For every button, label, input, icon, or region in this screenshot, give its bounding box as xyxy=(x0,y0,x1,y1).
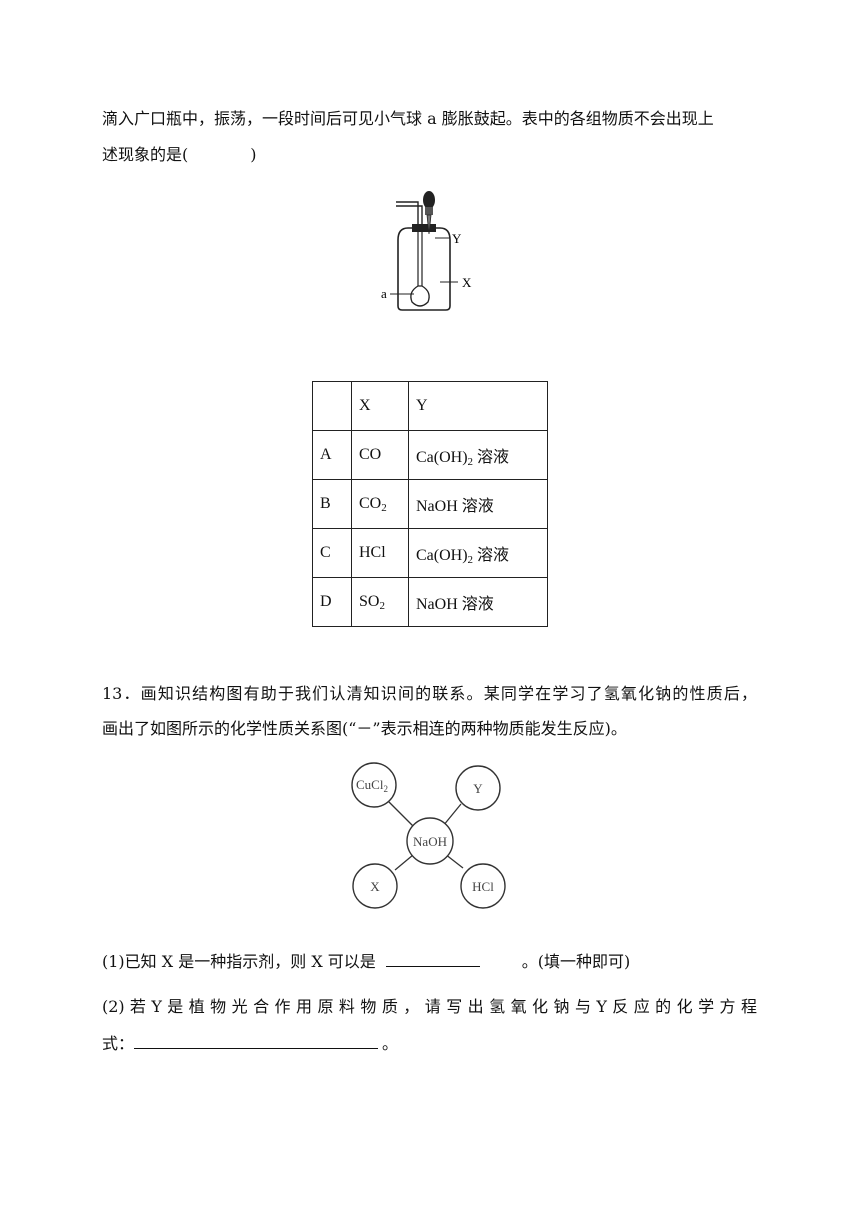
table-row: D SO2 NaOH 溶液 xyxy=(312,577,548,627)
sub1-hint: 。(填一种即可) xyxy=(521,952,631,971)
sub2-suffix: 。 xyxy=(382,1034,399,1053)
label-y: Y xyxy=(452,231,462,246)
link-y xyxy=(442,803,462,827)
answer-blank-x[interactable] xyxy=(385,950,480,967)
label-a: a xyxy=(381,286,387,301)
table-row: A CO Ca(OH)2 溶液 xyxy=(312,430,548,480)
cell-x: CO2 xyxy=(351,479,409,529)
label-x: X xyxy=(462,275,472,290)
option-letter: B xyxy=(312,479,352,529)
table-row: C HCl Ca(OH)2 溶液 xyxy=(312,528,548,578)
node-naoh xyxy=(406,817,454,865)
q13-sub2-line2: 式： 。 xyxy=(102,1032,398,1055)
option-letter: D xyxy=(312,577,352,627)
node-hcl-label: HCl xyxy=(472,879,494,894)
link-x xyxy=(394,854,414,871)
sub1-text: (1)已知 X 是一种指示剂，则 X 可以是 xyxy=(102,952,376,971)
apparatus-figure: Y X a xyxy=(381,191,472,311)
table-header-cell: X xyxy=(351,381,409,431)
node-x xyxy=(352,863,398,909)
option-letter: C xyxy=(312,528,352,578)
link-cucl2 xyxy=(386,799,416,829)
table-header-cell: Y xyxy=(408,381,548,431)
sub2-prefix: 式： xyxy=(102,1034,135,1053)
bottle-stopper xyxy=(412,224,436,232)
node-y xyxy=(455,765,501,811)
cell-y: NaOH 溶液 xyxy=(408,577,548,627)
dropper-bulb xyxy=(423,191,435,209)
option-letter: A xyxy=(312,430,352,480)
node-cucl2-label: CuCl2 xyxy=(356,777,388,794)
cell-x: HCl xyxy=(351,528,409,578)
cell-x: CO xyxy=(351,430,409,480)
node-hcl xyxy=(460,863,506,909)
table-header-row: X Y xyxy=(312,381,548,431)
cell-y: Ca(OH)2 溶液 xyxy=(408,430,548,480)
cell-x: SO2 xyxy=(351,577,409,627)
options-table: X Y A CO Ca(OH)2 溶液 B CO2 NaOH 溶液 C HCl … xyxy=(312,381,548,627)
table-row: B CO2 NaOH 溶液 xyxy=(312,479,548,529)
q13-line1: 13．画知识结构图有助于我们认清知识间的联系。某同学在学习了氢氧化钠的性质后， xyxy=(102,684,757,703)
cell-y: Ca(OH)2 溶液 xyxy=(408,528,548,578)
q13-line2: 画出了如图所示的化学性质关系图(“－”表示相连的两种物质能发生反应)。 xyxy=(102,719,627,738)
answer-blank-equation[interactable] xyxy=(134,1032,379,1049)
q12-paren-close: ) xyxy=(250,145,257,164)
node-cucl2 xyxy=(351,762,397,808)
cell-y: NaOH 溶液 xyxy=(408,479,548,529)
node-naoh-label: NaOH xyxy=(413,834,447,849)
node-y-label: Y xyxy=(473,781,483,796)
q12-stem-text: 述现象的是( xyxy=(102,145,189,164)
balloon-a xyxy=(410,285,430,307)
q12-stem-line1: 滴入广口瓶中，振荡，一段时间后可见小气球 a 膨胀鼓起。表中的各组物质不会出现上 xyxy=(102,109,714,128)
bent-tube xyxy=(396,201,419,226)
q13-sub2-line1: (2) 若 Y 是 植 物 光 合 作 用 原 料 物 质 ， 请 写 出 氢 … xyxy=(102,997,757,1016)
node-x-label: X xyxy=(370,879,380,894)
bottle-outline xyxy=(397,227,451,311)
q13-sub1: (1)已知 X 是一种指示剂，则 X 可以是 。(填一种即可) xyxy=(102,950,630,973)
table-header-cell xyxy=(312,381,352,431)
naoh-diagram: CuCl2 Y NaOH X HCl xyxy=(351,762,506,909)
q12-stem-line2: 述现象的是() xyxy=(102,144,257,166)
